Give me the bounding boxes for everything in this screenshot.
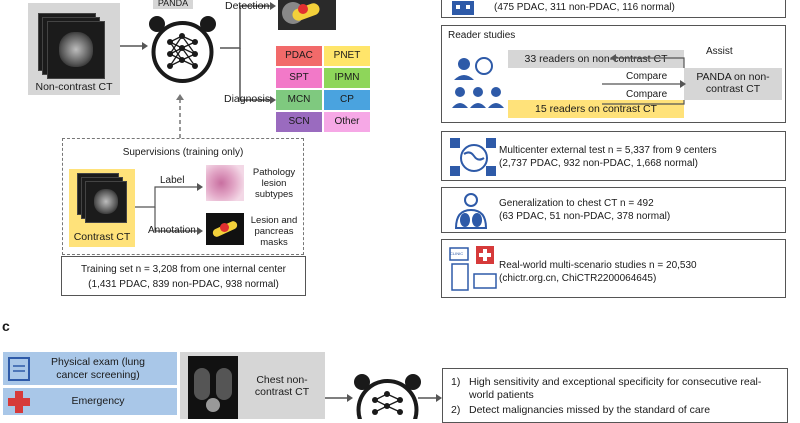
- multicenter-line2: (2,737 PDAC, 932 non-PDAC, 1,668 normal): [499, 158, 698, 169]
- diagnosis-label: Diagnosis: [224, 93, 271, 105]
- dx-mcn: MCN: [276, 90, 322, 110]
- hospital-icon: [452, 1, 474, 15]
- lungs-icon: [454, 193, 488, 229]
- chest-line2: (63 PDAC, 51 non-PDAC, 378 normal): [499, 211, 671, 222]
- mask-image: [206, 213, 244, 245]
- multicenter-line1: Multicenter external test n = 5,337 from…: [499, 145, 717, 156]
- dx-pnet: PNET: [324, 46, 370, 66]
- chest-ct-panel: Chest non-contrast CT: [180, 352, 325, 419]
- supervision-box: Supervisions (training only) Contrast CT…: [62, 138, 304, 255]
- reader-studies-title: Reader studies: [448, 30, 516, 41]
- masks-label: Lesion and pancreas masks: [250, 215, 298, 248]
- training-line1: Training set n = 3,208 from one internal…: [80, 264, 287, 275]
- panda-noncontrast-box: PANDA on non-contrast CT: [684, 68, 782, 100]
- clinic-sign: CLINIC: [450, 251, 464, 256]
- compare-label-1: Compare: [626, 71, 668, 82]
- label-annotation-arrows: [135, 183, 203, 235]
- dx-cp: CP: [324, 90, 370, 110]
- finding-1-text: High sensitivity and exceptional specifi…: [469, 376, 762, 401]
- internal-test-box: (475 PDAC, 311 non-PDAC, 116 normal): [441, 0, 786, 18]
- finding-1-num: 1): [451, 376, 461, 388]
- chest-ct-label: Chest non-contrast CT: [254, 374, 310, 398]
- arrow-panda-to-findings: [418, 394, 442, 402]
- contrast-ct-label: Contrast CT: [73, 231, 131, 243]
- supervision-title: Supervisions (training only): [122, 147, 244, 158]
- clipboard-icon: [8, 357, 30, 381]
- clinic-icon: [449, 246, 497, 291]
- globe-icon: [450, 138, 496, 176]
- neural-network-icon-c: [354, 374, 421, 419]
- pathology-image: [206, 165, 244, 201]
- dx-scn: SCN: [276, 112, 322, 132]
- pathology-label: Pathology lesion subtypes: [252, 167, 296, 200]
- label-arrow-text: Label: [160, 175, 185, 186]
- detection-label: Detection: [225, 0, 270, 12]
- multicenter-box: Multicenter external test n = 5,337 from…: [441, 131, 786, 181]
- emergency-label: Emergency: [71, 395, 125, 407]
- training-set-box: Training set n = 3,208 from one internal…: [61, 256, 306, 296]
- doctor-icon: [452, 57, 504, 108]
- findings-box: 1) High sensitivity and exceptional spec…: [442, 368, 788, 423]
- reader-studies-box: Reader studies 33 readers on non-contras…: [441, 25, 786, 123]
- dx-ipmn: IPMN: [324, 68, 370, 88]
- neural-network-icon: [149, 16, 216, 83]
- dx-pdac: PDAC: [276, 46, 322, 66]
- panda-label: PANDA: [153, 0, 193, 9]
- input-ct-panel: Non-contrast CT: [28, 3, 120, 95]
- finding-2-text: Detect malignancies missed by the standa…: [469, 404, 711, 416]
- training-line2: (1,431 PDAC, 839 non-PDAC, 938 normal): [88, 279, 279, 290]
- panel-c-letter: c: [2, 318, 10, 334]
- realworld-line1: Real-world multi-scenario studies n = 20…: [499, 260, 697, 271]
- contrast-ct-panel: Contrast CT: [69, 169, 135, 247]
- chest-line1: Generalization to chest CT n = 492: [499, 198, 654, 209]
- assist-label: Assist: [706, 46, 733, 57]
- compare-label-2: Compare: [626, 89, 668, 100]
- branch-arrows: [220, 2, 276, 104]
- cross-icon: [8, 391, 30, 413]
- realworld-box: CLINIC Real-world multi-scenario studies…: [441, 239, 786, 298]
- chest-box: Generalization to chest CT n = 492 (63 P…: [441, 187, 786, 233]
- supervision-arrow: [176, 94, 184, 138]
- reader-arrows: [602, 54, 686, 105]
- chest-ct-image: [188, 356, 238, 419]
- emergency-row: Emergency: [3, 388, 177, 415]
- physical-exam-label: Physical exam (lung cancer screening): [51, 356, 145, 381]
- annotation-arrow-text: Annotation: [148, 225, 196, 236]
- physical-exam-row: Physical exam (lung cancer screening): [3, 352, 177, 385]
- detection-image: [278, 0, 336, 30]
- arrow-input-to-panda: [120, 42, 148, 50]
- ct-image-stack-3: [47, 21, 105, 79]
- finding-2-num: 2): [451, 404, 461, 416]
- dx-other: Other: [324, 112, 370, 132]
- arrow-chest-to-panda: [325, 394, 353, 402]
- input-ct-label: Non-contrast CT: [35, 81, 113, 93]
- dx-spt: SPT: [276, 68, 322, 88]
- non-contrast-readers: 33 readers on non-contrast CT: [508, 50, 684, 68]
- internal-test-text: (475 PDAC, 311 non-PDAC, 116 normal): [494, 2, 675, 13]
- realworld-line2: (chictr.org.cn, ChiCTR2200064645): [499, 273, 657, 284]
